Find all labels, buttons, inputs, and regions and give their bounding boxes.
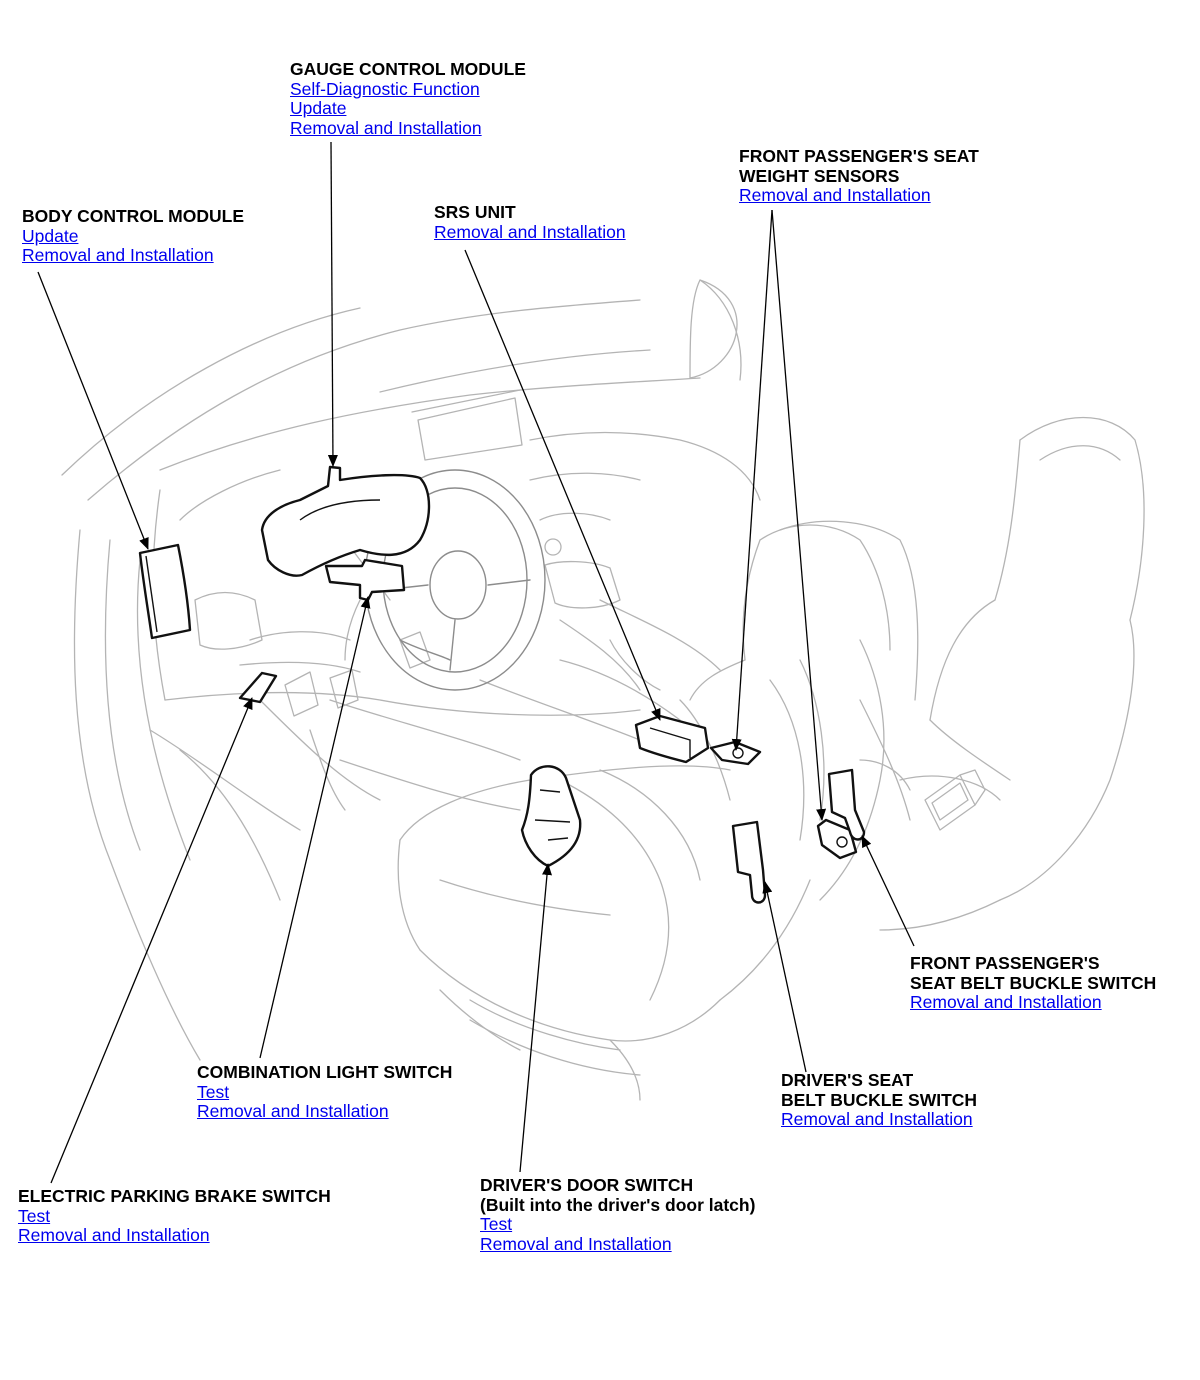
body-control-module-label: BODY CONTROL MODULE Update Removal and I… <box>22 206 244 266</box>
update-link[interactable]: Update <box>22 225 79 246</box>
label-title: GAUGE CONTROL MODULE <box>290 59 526 79</box>
drivers-buckle-shape <box>731 820 767 904</box>
electric-parking-brake-switch-label: ELECTRIC PARKING BRAKE SWITCH Test Remov… <box>18 1186 331 1246</box>
combination-light-switch-label: COMBINATION LIGHT SWITCH Test Removal an… <box>197 1062 453 1122</box>
passenger-buckle-switch-label: FRONT PASSENGER'S SEAT BELT BUCKLE SWITC… <box>910 953 1157 1013</box>
gauge-control-module-label: GAUGE CONTROL MODULE Self-Diagnostic Fun… <box>290 59 526 138</box>
body-control-module-shape <box>138 543 192 640</box>
label-title: ELECTRIC PARKING BRAKE SWITCH <box>18 1186 331 1206</box>
label-title: FRONT PASSENGER'S SEAT WEIGHT SENSORS <box>739 146 979 186</box>
removal-and-installation-link[interactable]: Removal and Installation <box>18 1225 210 1245</box>
label-title: FRONT PASSENGER'S SEAT BELT BUCKLE SWITC… <box>910 953 1157 993</box>
update-link[interactable]: Update <box>290 98 347 118</box>
removal-and-installation-link[interactable]: Removal and Installation <box>739 185 931 205</box>
electric-parking-brake-switch-shape <box>238 671 278 704</box>
self-diagnostic-function-link[interactable]: Self-Diagnostic Function <box>290 78 480 99</box>
weight-sensor-left-shape <box>709 740 762 766</box>
test-link[interactable]: Test <box>480 1214 513 1234</box>
driver-buckle-switch-label: DRIVER'S SEAT BELT BUCKLE SWITCH Removal… <box>781 1070 978 1130</box>
label-title: SRS UNIT <box>434 202 516 222</box>
removal-and-installation-link[interactable]: Removal and Installation <box>197 1101 389 1121</box>
removal-and-installation-link[interactable]: Removal and Installation <box>480 1233 672 1254</box>
removal-and-installation-link[interactable]: Removal and Installation <box>22 245 214 265</box>
label-title: BODY CONTROL MODULE <box>22 206 244 226</box>
removal-and-installation-link[interactable]: Removal and Installation <box>781 1109 973 1129</box>
removal-and-installation-link[interactable]: Removal and Installation <box>290 117 482 138</box>
label-title: COMBINATION LIGHT SWITCH <box>197 1062 453 1082</box>
label-title: DRIVER'S DOOR SWITCH (Built into the dri… <box>480 1175 756 1215</box>
leader-lines <box>37 141 915 1184</box>
removal-and-installation-link[interactable]: Removal and Installation <box>910 992 1102 1012</box>
removal-and-installation-link[interactable]: Removal and Installation <box>434 221 626 242</box>
passengers-buckle-shape <box>827 768 866 841</box>
component-shapes <box>138 465 866 904</box>
combination-light-switch-shape <box>324 558 406 602</box>
drivers-door-switch-label: DRIVER'S DOOR SWITCH (Built into the dri… <box>480 1175 756 1254</box>
drivers-door-latch-shape <box>520 765 582 868</box>
test-link[interactable]: Test <box>18 1205 51 1226</box>
gauge-control-module-shape <box>260 465 431 577</box>
srs-unit-label: SRS UNIT Removal and Installation <box>434 202 626 242</box>
weight-sensors-label: FRONT PASSENGER'S SEAT WEIGHT SENSORS Re… <box>739 146 979 206</box>
test-link[interactable]: Test <box>197 1081 230 1102</box>
label-title: DRIVER'S SEAT BELT BUCKLE SWITCH <box>781 1070 978 1110</box>
